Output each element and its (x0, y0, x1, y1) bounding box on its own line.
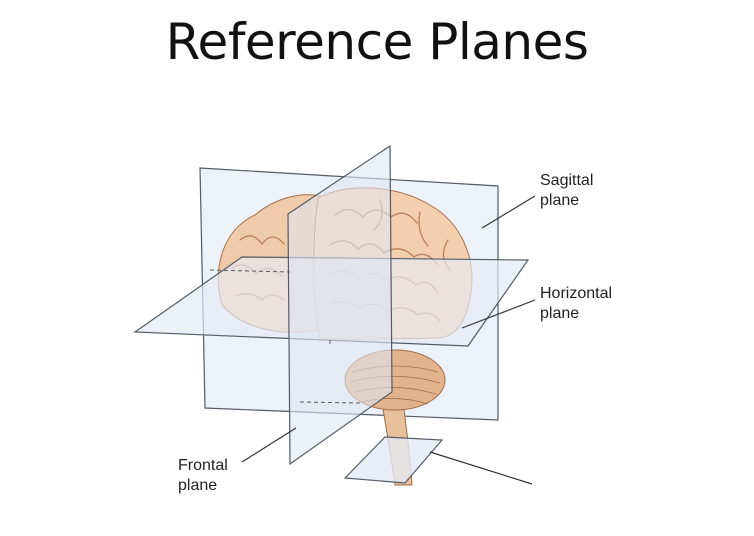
lower-plane-leader-line (429, 451, 533, 485)
frontal-label-line1: Frontal (178, 457, 228, 474)
frontal-leader-line (241, 427, 297, 463)
horizontal-label-line2: plane (540, 305, 580, 322)
slide-title: Reference Planes (165, 13, 589, 71)
sagittal-plane-label: Sagittal plane (540, 171, 593, 211)
frontal-label-line2: plane (178, 477, 218, 494)
cerebellum-folds (349, 365, 441, 405)
sagittal-leader-line (481, 195, 536, 229)
frontal-plane-label: Frontal plane (178, 456, 228, 496)
sagittal-label-line1: Sagittal (540, 172, 594, 189)
horizontal-label-line1: Horizontal (540, 285, 613, 302)
horizontal-leader-line (461, 299, 536, 329)
horizontal-plane-label: Horizontal plane (540, 284, 612, 324)
lower-horizontal-plane (343, 436, 444, 484)
hidden-edges (209, 269, 361, 404)
sagittal-label-line2: plane (540, 192, 580, 209)
frontal-plane (287, 144, 393, 466)
